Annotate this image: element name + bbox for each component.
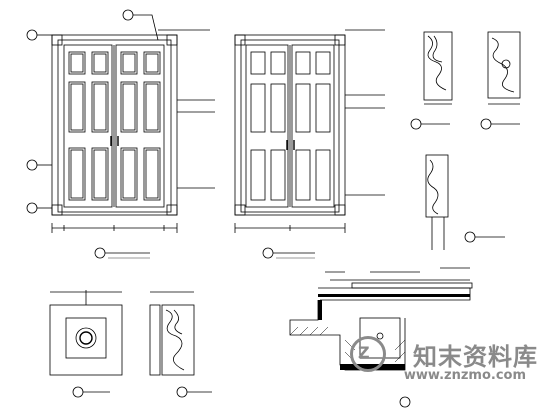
rosette-detail	[49, 290, 123, 398]
watermark-text: 知末资料库	[413, 343, 538, 371]
section-detail-3	[425, 154, 505, 250]
door-elevation-right	[234, 29, 385, 259]
door-elevation-left	[26, 9, 215, 259]
watermark-logo-letter: Z	[358, 343, 370, 362]
carving-detail	[149, 291, 212, 398]
section-detail-1	[410, 31, 453, 130]
watermark-logo	[350, 336, 386, 372]
watermark-url: www.znzmo.com	[403, 368, 526, 383]
section-detail-2	[480, 31, 521, 130]
